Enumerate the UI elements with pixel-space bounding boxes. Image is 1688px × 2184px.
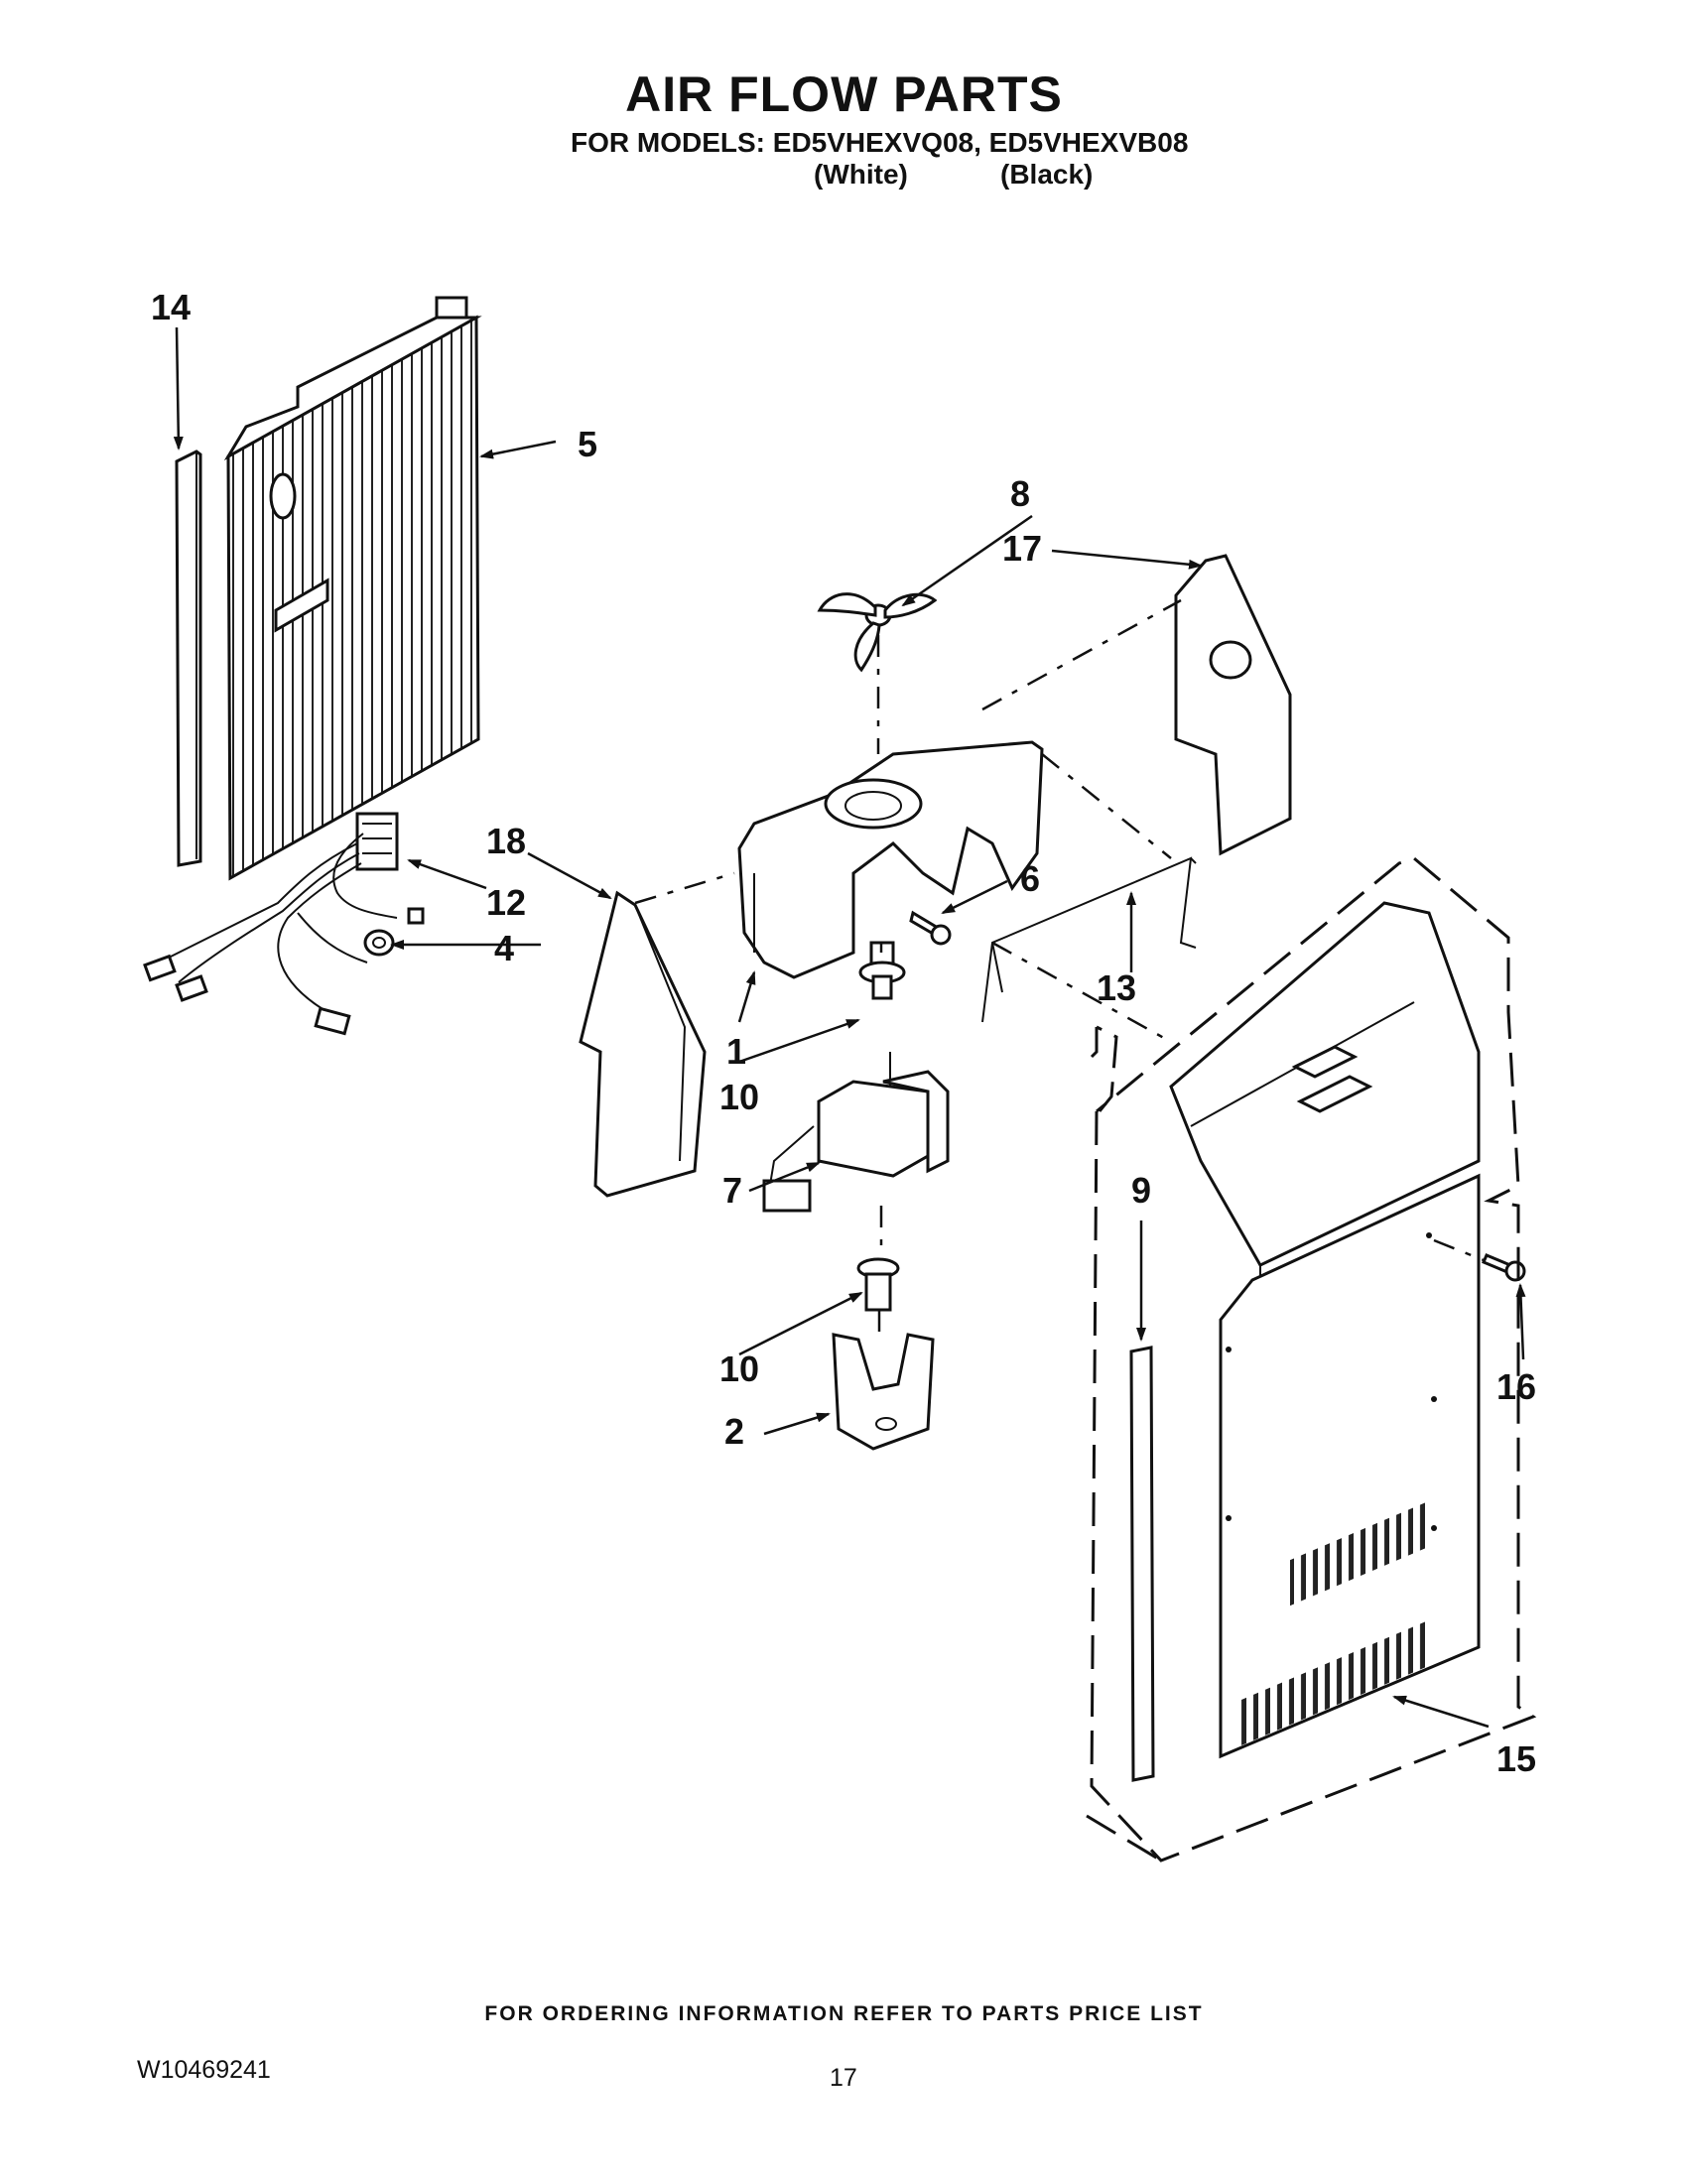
callout-16: 16 [1496,1366,1536,1407]
wire-harness-part-12 [143,812,425,1036]
evaporator-cover-part-5 [223,296,482,881]
fan-motor-part-7 [762,1052,950,1213]
callout-10-lower: 10 [719,1349,759,1389]
motor-grommet-part-10-upper [858,941,906,1000]
variant-black: (Black) [1000,159,1094,190]
screw-part-6 [909,910,952,946]
foam-strip-part-9 [1129,1346,1155,1782]
document-number: W10469241 [137,2056,271,2084]
assembly-lines [634,598,1537,1863]
models-line: FOR MODELS: ED5VHEXVQ08, ED5VHEXVB08 [571,127,1189,158]
callout-12: 12 [486,882,526,923]
callout-6: 6 [1020,858,1040,899]
callout-17: 17 [1002,528,1042,569]
callout-7: 7 [722,1170,742,1211]
leader-arrows [173,326,1526,1729]
page-title: AIR FLOW PARTS [625,66,1063,122]
callout-4: 4 [494,928,514,968]
callout-9: 9 [1131,1170,1151,1211]
callout-2: 2 [724,1411,744,1452]
callout-13: 13 [1097,967,1136,1008]
motor-grommet-part-10-lower [856,1257,900,1312]
callout-1: 1 [726,1031,746,1072]
thermistor-part-4 [363,929,395,957]
motor-bracket-part-2 [832,1333,935,1451]
air-duct-cover-part-15 [1169,901,1481,1759]
callout-18: 18 [486,821,526,861]
callout-10-upper: 10 [719,1077,759,1117]
foam-strip-part-14 [175,450,202,867]
variant-white: (White) [814,159,908,190]
air-duct-panel-part-17 [1174,554,1292,856]
fan-blade-part-8 [817,592,938,673]
page-number: 17 [830,2064,857,2092]
ordering-info: FOR ORDERING INFORMATION REFER TO PARTS … [484,2002,1204,2025]
fan-shroud-part-1 [737,740,1044,979]
callout-5: 5 [578,424,597,464]
callout-8: 8 [1010,473,1030,514]
callout-14: 14 [151,287,191,327]
wire-bracket-part-13 [981,856,1197,1023]
callout-15: 15 [1496,1738,1536,1779]
air-duct-panel-part-18 [579,890,707,1198]
